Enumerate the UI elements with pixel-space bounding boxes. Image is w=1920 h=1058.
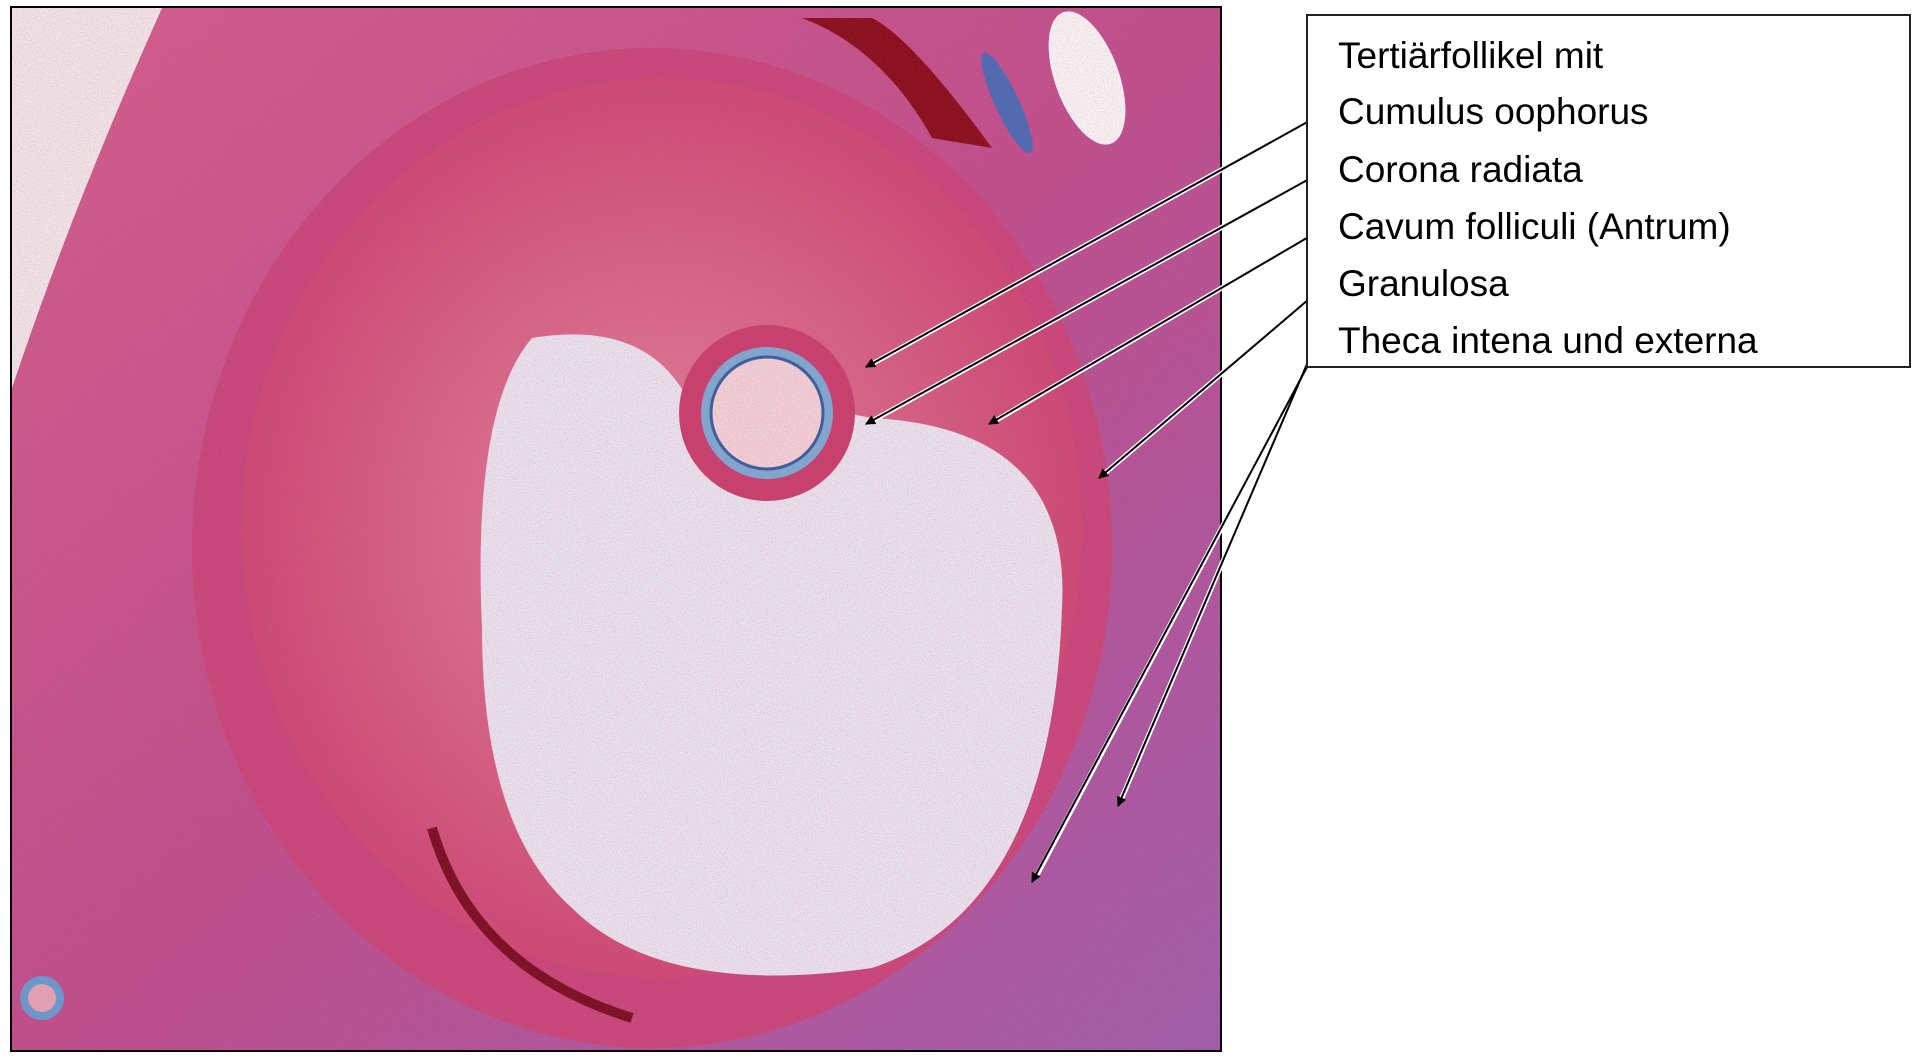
follicle-image xyxy=(12,8,1220,1050)
label-cumulus-oophorus: Cumulus oophorus xyxy=(1338,91,1649,132)
arrow-theca-externa xyxy=(1116,342,1317,807)
arrow-theca-interna xyxy=(1031,338,1323,883)
label-granulosa: Granulosa xyxy=(1338,263,1509,304)
arrow-cavum-folliculi xyxy=(988,224,1330,425)
arrow-cumulus-oophorus xyxy=(865,109,1330,368)
cell-texture xyxy=(12,8,1220,1050)
histology-micrograph xyxy=(10,6,1222,1052)
arrow-corona-radiata xyxy=(865,167,1330,425)
legend-box: Tertiärfollikel mit Cumulus oophorus Cor… xyxy=(1306,14,1911,368)
arrow-granulosa xyxy=(1098,281,1330,479)
label-theca: Theca intena und externa xyxy=(1338,320,1758,361)
label-cavum-folliculi: Cavum folliculi (Antrum) xyxy=(1338,206,1731,247)
legend-title: Tertiärfollikel mit xyxy=(1338,35,1604,76)
label-corona-radiata: Corona radiata xyxy=(1338,149,1583,190)
